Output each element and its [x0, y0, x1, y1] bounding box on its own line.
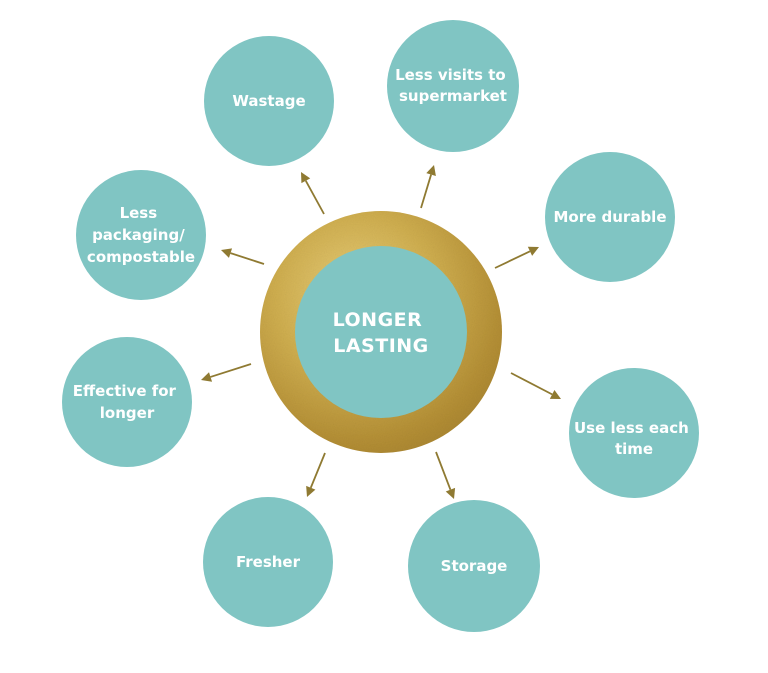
- node-label-line: compostable: [87, 248, 195, 266]
- node-wastage: Wastage: [204, 36, 334, 166]
- arrow-to-more-durable: [494, 246, 539, 269]
- arrow-to-wastage: [301, 172, 325, 215]
- node-label-line: Less: [120, 204, 158, 222]
- node-packaging: Less packaging/ compostable: [76, 170, 206, 300]
- node-label-line: packaging/: [92, 226, 185, 244]
- arrow-head: [549, 389, 561, 399]
- arrow-head: [201, 372, 213, 382]
- arrow-to-use-less: [510, 372, 561, 399]
- node-circle: [545, 152, 675, 282]
- arrow-to-less-visits: [420, 165, 436, 209]
- node-label: Use less each time: [574, 419, 694, 458]
- node-circle: [569, 368, 699, 498]
- center-hub: LONGER LASTING: [260, 211, 502, 453]
- node-label-line: Storage: [441, 557, 508, 575]
- node-label: Less packaging/ compostable: [87, 204, 195, 266]
- arrow-shaft: [230, 252, 265, 265]
- center-circle: [295, 246, 467, 418]
- node-label: Less visits to supermarket: [395, 66, 511, 105]
- node-label-line: supermarket: [399, 87, 507, 105]
- node-circle: [408, 500, 540, 632]
- arrow-to-packaging: [221, 248, 265, 265]
- arrow-head: [445, 487, 456, 499]
- arrow-to-fresher: [306, 452, 326, 497]
- center-label: LONGER LASTING: [333, 309, 430, 357]
- arrow-to-storage: [435, 451, 456, 499]
- arrow-shaft: [420, 174, 432, 209]
- arrow-shaft: [435, 451, 452, 490]
- node-circle: [204, 36, 334, 166]
- node-label: Fresher: [236, 553, 301, 571]
- node-circle: [76, 170, 206, 300]
- arrow-head: [527, 246, 539, 256]
- arrow-to-effective: [201, 363, 252, 382]
- node-label-line: More durable: [553, 208, 666, 226]
- node-more-durable: More durable: [545, 152, 675, 282]
- node-label-line: longer: [100, 404, 155, 422]
- arrow-shaft: [494, 250, 531, 269]
- node-label-line: time: [615, 440, 653, 458]
- center-label-line: LONGER: [333, 309, 423, 331]
- node-label-line: Effective for: [73, 382, 177, 400]
- node-label-line: Use less each: [574, 419, 689, 437]
- arrow-shaft: [510, 372, 553, 396]
- arrow-head: [306, 485, 316, 497]
- center-label-line: LASTING: [333, 335, 429, 357]
- node-label: Effective for longer: [73, 382, 181, 422]
- node-circle: [62, 337, 192, 467]
- arrow-shaft: [305, 180, 325, 215]
- node-circle: [203, 497, 333, 627]
- arrow-head: [221, 248, 233, 258]
- node-label: Storage: [441, 557, 508, 575]
- arrow-shaft: [309, 452, 326, 489]
- node-label: Wastage: [232, 92, 305, 110]
- node-label-line: Wastage: [232, 92, 305, 110]
- node-effective: Effective for longer: [62, 337, 192, 467]
- arrow-head: [301, 172, 311, 184]
- node-label: More durable: [553, 208, 666, 226]
- node-circle: [387, 20, 519, 152]
- arrow-head: [426, 165, 436, 177]
- node-less-visits: Less visits to supermarket: [387, 20, 519, 152]
- node-label-line: Less visits to: [395, 66, 506, 84]
- connector-arrows: [201, 165, 561, 499]
- arrow-shaft: [210, 363, 252, 378]
- node-use-less: Use less each time: [569, 368, 699, 498]
- node-storage: Storage: [408, 500, 540, 632]
- node-fresher: Fresher: [203, 497, 333, 627]
- node-label-line: Fresher: [236, 553, 301, 571]
